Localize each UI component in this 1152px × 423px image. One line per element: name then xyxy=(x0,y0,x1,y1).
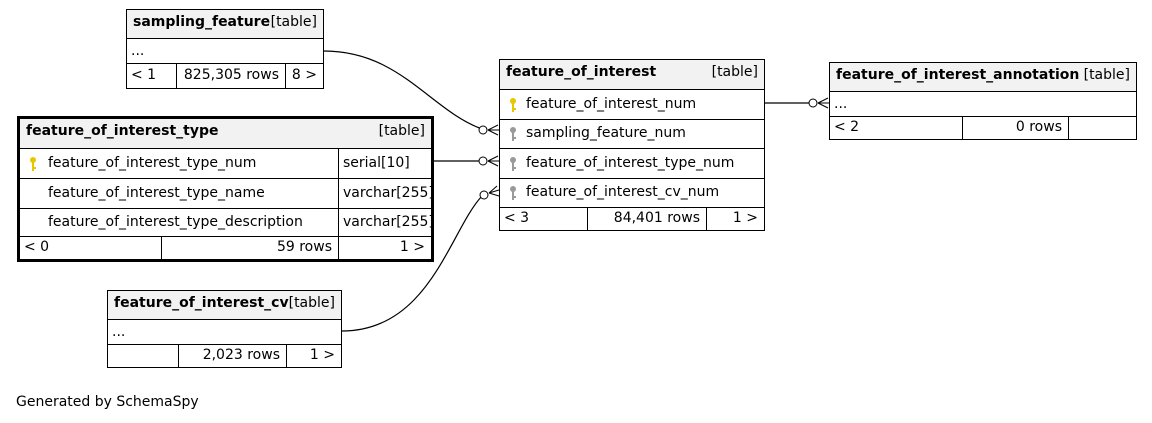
children-link[interactable]: 1 > xyxy=(338,237,431,259)
edge-feature-of-interest-type-optional-marker xyxy=(478,156,488,166)
column-name: sampling_feature_num xyxy=(526,125,686,141)
column-row[interactable]: feature_of_interest_type_name varchar[25… xyxy=(20,179,434,209)
edge-feature-of-interest-cv xyxy=(341,195,483,332)
edge-feature-of-interest-cv-crowfoot xyxy=(488,185,500,197)
table-kind: [table] xyxy=(288,295,335,311)
row-count: 59 rows xyxy=(161,237,338,259)
column-row[interactable]: feature_of_interest_cv_num xyxy=(500,179,764,208)
table-feature-of-interest-cv[interactable]: feature_of_interest_cv [table] ... 2,023… xyxy=(107,290,342,368)
column-row[interactable]: feature_of_interest_type_num xyxy=(500,149,764,179)
table-footer: 2,023 rows 1 > xyxy=(108,345,341,367)
table-footer: < 1 825,305 rows 8 > xyxy=(127,64,323,88)
foreign-key-icon xyxy=(510,127,516,141)
column-name: feature_of_interest_type_num xyxy=(526,155,735,171)
ellipsis: ... xyxy=(834,96,848,112)
children-link[interactable]: 1 > xyxy=(706,208,764,230)
row-count: 0 rows xyxy=(962,117,1068,139)
edge-sampling-feature-crowfoot xyxy=(487,124,499,136)
table-kind: [table] xyxy=(378,123,425,139)
table-name[interactable]: feature_of_interest_annotation xyxy=(836,67,1080,83)
row-count: 84,401 rows xyxy=(587,208,706,230)
children-link[interactable] xyxy=(1068,117,1136,139)
table-name[interactable]: feature_of_interest_type xyxy=(26,123,219,139)
table-name[interactable]: feature_of_interest xyxy=(506,64,657,80)
primary-key-icon xyxy=(510,98,516,112)
table-sampling-feature[interactable]: sampling_feature [table] ... < 1 825,305… xyxy=(126,9,324,89)
parents-link[interactable]: < 2 xyxy=(834,119,860,135)
children-link[interactable]: 1 > xyxy=(286,345,341,367)
table-footer: < 2 0 rows xyxy=(830,117,1136,139)
table-footer: < 3 84,401 rows 1 > xyxy=(500,208,764,230)
table-kind: [table] xyxy=(1083,67,1130,83)
edge-feature-of-interest-cv-optional-marker xyxy=(479,190,489,200)
table-kind: [table] xyxy=(711,64,758,80)
table-feature-of-interest-annotation[interactable]: feature_of_interest_annotation [table] .… xyxy=(829,62,1137,140)
table-header: feature_of_interest_cv [table] xyxy=(108,291,341,320)
column-row[interactable]: feature_of_interest_num xyxy=(500,90,764,120)
column-type: serial[10] xyxy=(338,149,431,178)
children-link[interactable]: 8 > xyxy=(285,64,323,88)
table-header: sampling_feature [table] xyxy=(127,10,323,39)
edge-sampling-feature-optional-marker xyxy=(478,125,488,135)
column-name: feature_of_interest_type_name xyxy=(48,185,265,201)
column-type: varchar[255] xyxy=(338,209,434,236)
parents-link[interactable]: < 3 xyxy=(504,210,530,226)
table-name[interactable]: feature_of_interest_cv xyxy=(114,295,289,311)
primary-key-icon xyxy=(30,157,36,171)
row-count: 2,023 rows xyxy=(178,345,286,367)
table-kind: [table] xyxy=(270,14,317,30)
parents-link[interactable]: < 0 xyxy=(24,239,50,255)
edge-annotation-optional-marker xyxy=(808,98,818,108)
column-type: varchar[255] xyxy=(338,179,434,208)
foreign-key-icon xyxy=(510,157,516,171)
column-row[interactable]: feature_of_interest_type_description var… xyxy=(20,209,434,237)
ellipsis-row: ... xyxy=(108,320,341,345)
generated-by-text: Generated by SchemaSpy xyxy=(16,394,199,410)
edge-annotation-crowfoot xyxy=(817,97,829,109)
table-feature-of-interest[interactable]: feature_of_interest [table] feature_of_i… xyxy=(499,59,765,231)
ellipsis: ... xyxy=(131,43,145,59)
ellipsis-row: ... xyxy=(830,92,1136,117)
column-name: feature_of_interest_num xyxy=(526,96,697,112)
edge-sampling-feature xyxy=(323,50,483,130)
table-header: feature_of_interest_type [table] xyxy=(20,119,431,149)
table-header: feature_of_interest_annotation [table] xyxy=(830,63,1136,92)
ellipsis: ... xyxy=(112,324,126,340)
column-row[interactable]: feature_of_interest_type_num serial[10] xyxy=(20,149,431,179)
ellipsis-row: ... xyxy=(127,39,323,64)
table-name[interactable]: sampling_feature xyxy=(133,14,271,30)
column-row[interactable]: sampling_feature_num xyxy=(500,120,764,149)
table-footer: < 0 59 rows 1 > xyxy=(20,237,431,259)
table-header: feature_of_interest [table] xyxy=(500,60,764,90)
parents-link[interactable]: < 1 xyxy=(131,67,157,83)
row-count: 825,305 rows xyxy=(176,64,285,88)
column-name: feature_of_interest_type_num xyxy=(48,155,257,171)
column-name: feature_of_interest_type_description xyxy=(48,214,303,230)
edge-feature-of-interest-type-crowfoot xyxy=(487,155,499,167)
foreign-key-icon xyxy=(510,186,516,200)
table-feature-of-interest-type[interactable]: feature_of_interest_type [table] feature… xyxy=(17,116,434,262)
parents-link[interactable] xyxy=(108,345,178,367)
column-name: feature_of_interest_cv_num xyxy=(526,184,720,200)
